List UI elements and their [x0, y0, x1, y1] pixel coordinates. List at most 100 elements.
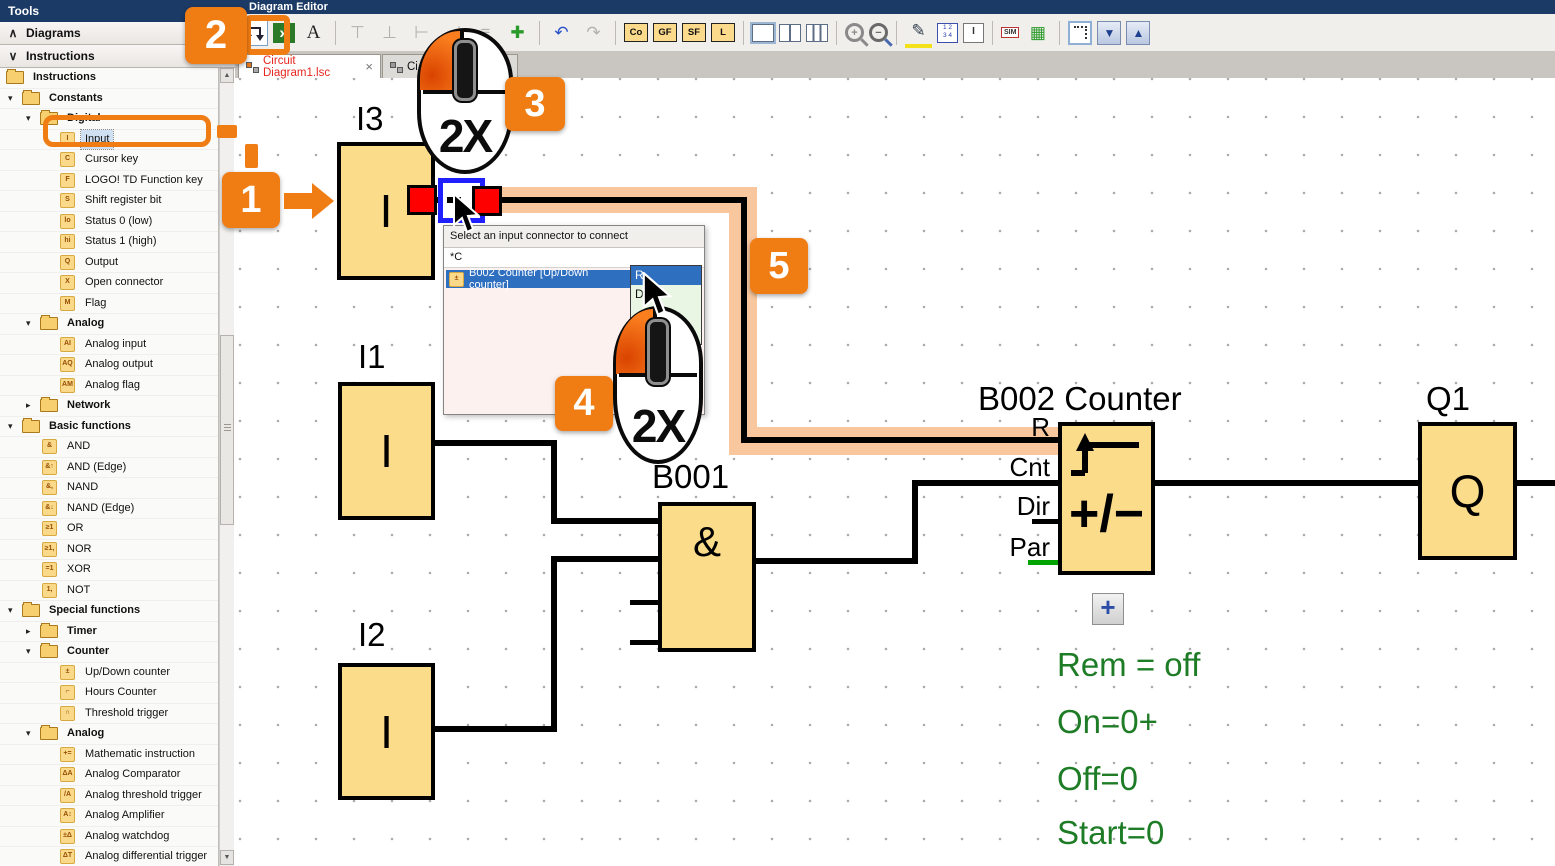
popup-target-item[interactable]: ± B002 Counter [Up/Down counter] [446, 267, 634, 291]
connection-point-red[interactable] [407, 185, 437, 215]
tree-folder-constants[interactable]: ▾Constants [0, 89, 218, 109]
online-test-button[interactable]: ▦ [1029, 22, 1046, 42]
tree-folder-analog[interactable]: ▾Analog [0, 724, 218, 745]
accordion-instructions[interactable]: ∨ Instructions [0, 45, 235, 68]
block-b002-counter[interactable]: +/− [1058, 422, 1155, 575]
tree-scrollbar[interactable]: ▲ ▼ [219, 68, 234, 866]
three-pane-view-button[interactable] [806, 23, 828, 42]
block-i1[interactable]: I [338, 382, 435, 520]
basic-functions-gf-button[interactable]: GF [653, 23, 677, 42]
collapsed-triangle-icon[interactable]: ▸ [26, 625, 31, 636]
tree-item-hours-counter[interactable]: ⌐Hours Counter [0, 683, 218, 704]
tree-folder-basic-functions[interactable]: ▾Basic functions [0, 417, 218, 437]
two-pane-view-button[interactable] [779, 23, 801, 42]
text-tool-button[interactable]: A [306, 21, 321, 43]
block-name-button[interactable]: I [963, 22, 984, 43]
toolbar-separator [1059, 20, 1061, 45]
scroll-down-button[interactable]: ▼ [220, 850, 234, 865]
scroll-up-button[interactable]: ▲ [220, 68, 234, 83]
scrollbar-thumb[interactable] [220, 335, 234, 525]
one-pane-view-button[interactable] [750, 21, 776, 44]
download-to-device-button[interactable]: ▼ [1097, 20, 1122, 45]
or-icon: ≥1 [42, 521, 57, 537]
tree-item-nand-edge[interactable]: &↓NAND (Edge) [0, 499, 218, 519]
simulation-button[interactable]: SIM [1001, 27, 1020, 38]
constants-co-button[interactable]: Co [624, 23, 648, 42]
tree-item-mathematic-instruction[interactable]: +=Mathematic instruction [0, 745, 218, 765]
tree-folder-timer[interactable]: ▸Timer [0, 622, 218, 642]
block-i2[interactable]: I [338, 663, 435, 800]
expand-parameters-button[interactable]: + [1092, 593, 1124, 625]
expanded-triangle-icon[interactable]: ▾ [26, 646, 31, 656]
analog-differential-trigger-icon: ΔT [60, 849, 75, 865]
nor-icon: ≥1, [42, 541, 57, 557]
xor-icon: =1 [42, 562, 57, 578]
tree-item-up-down-counter[interactable]: ±Up/Down counter [0, 663, 218, 683]
accordion-diagrams[interactable]: ∧ Diagrams [0, 22, 235, 45]
popup-filter-input[interactable]: *C [444, 248, 704, 268]
align-left-button[interactable]: ⊢ [414, 22, 429, 42]
tree-item-and-edge[interactable]: &↑AND (Edge) [0, 458, 218, 478]
mouse-wheel-icon [454, 40, 476, 102]
expanded-triangle-icon[interactable]: ▾ [26, 728, 31, 738]
callout-tool-highlight [245, 15, 290, 55]
wire-and-vertical [912, 480, 918, 564]
tree-item-not[interactable]: 1,NOT [0, 581, 218, 601]
tree-item-nor[interactable]: ≥1,NOR [0, 540, 218, 560]
redo-button[interactable]: ↷ [586, 22, 601, 42]
logic-l-button[interactable]: L [711, 23, 735, 42]
tree-folder-network[interactable]: ▸Network [0, 396, 218, 417]
tree-folder-analog[interactable]: ▾Analog [0, 314, 218, 335]
tree-folder-instructions[interactable]: Instructions [0, 68, 218, 89]
zoom-in-button[interactable]: + [845, 23, 864, 42]
show-connections-button[interactable] [1068, 20, 1093, 45]
output-icon: Q [60, 254, 75, 270]
align-top-button[interactable]: ⊤ [350, 22, 365, 42]
zoom-out-button[interactable]: − [869, 23, 888, 42]
expanded-triangle-icon[interactable]: ▾ [8, 92, 13, 103]
block-q1[interactable]: Q [1418, 422, 1517, 560]
undo-button[interactable]: ↶ [554, 22, 569, 42]
upload-from-device-button[interactable]: ▲ [1126, 20, 1151, 45]
expanded-triangle-icon[interactable]: ▾ [8, 420, 13, 431]
collapsed-triangle-icon[interactable]: ▸ [26, 400, 31, 410]
tree-folder-counter[interactable]: ▾Counter [0, 642, 218, 663]
tree-item-nand[interactable]: &,NAND [0, 478, 218, 499]
tree-item-and[interactable]: &AND [0, 437, 218, 458]
expanded-triangle-icon[interactable]: ▾ [26, 318, 31, 328]
expanded-triangle-icon[interactable]: ▾ [26, 113, 31, 123]
connection-point-red[interactable] [472, 186, 502, 216]
tree-item-analog-amplifier[interactable]: A↕Analog Amplifier [0, 806, 218, 827]
expanded-triangle-icon[interactable]: ▾ [8, 605, 13, 615]
tree-item-threshold-trigger[interactable]: ∩Threshold trigger [0, 704, 218, 724]
distribute-button[interactable]: ≡ [480, 22, 491, 42]
special-functions-sf-button[interactable]: SF [682, 23, 706, 42]
connector-option-di[interactable]: Di [635, 287, 647, 301]
tab-circuit-diagram1[interactable]: Circuit Diagram1.lsc × [238, 54, 381, 79]
align-bottom-button[interactable]: ⊥ [382, 22, 397, 42]
comment-pen-button[interactable]: ✎ [905, 17, 932, 48]
add-block-button[interactable]: ✚ [510, 22, 525, 42]
tree-folder-special-functions[interactable]: ▾Special functions [0, 601, 218, 622]
close-icon[interactable]: × [365, 59, 373, 74]
block-b001-and[interactable]: & [658, 502, 756, 652]
